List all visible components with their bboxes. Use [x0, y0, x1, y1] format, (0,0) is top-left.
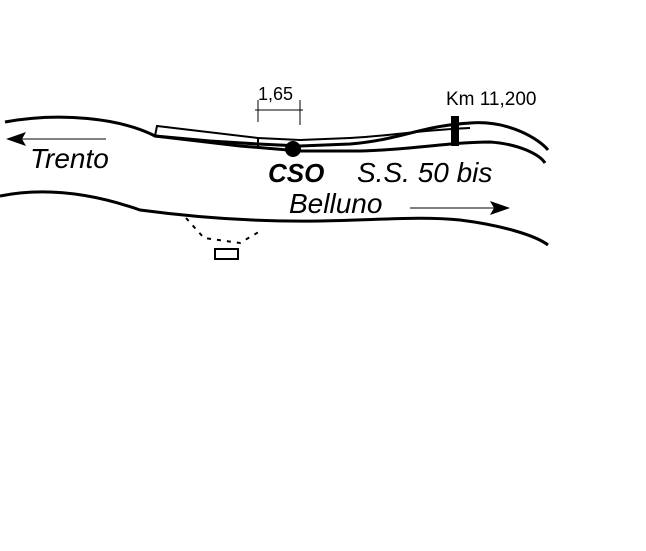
camera-view-cone	[185, 217, 263, 245]
width-dimension: 1,65	[255, 84, 303, 125]
arrow-right-icon	[410, 201, 510, 215]
road-shoulder-inner	[257, 127, 471, 142]
width-dimension-label: 1,65	[258, 84, 293, 104]
road-lane-line	[154, 134, 547, 164]
road-edge-bottom	[0, 190, 549, 247]
km-marker-post	[451, 116, 459, 146]
arrow-left-icon	[6, 132, 106, 146]
site-code-label: CSO	[268, 158, 324, 188]
camera-box	[214, 248, 239, 260]
road-edge-top	[4, 115, 550, 151]
filled-circle-icon	[285, 141, 301, 157]
km-marker-label: Km 11,200	[446, 89, 536, 110]
west-direction-label: Trento	[30, 143, 109, 174]
east-direction-label: Belluno	[289, 188, 382, 219]
road-name-label: S.S. 50 bis	[357, 157, 492, 188]
road-shoulder	[154, 124, 259, 146]
